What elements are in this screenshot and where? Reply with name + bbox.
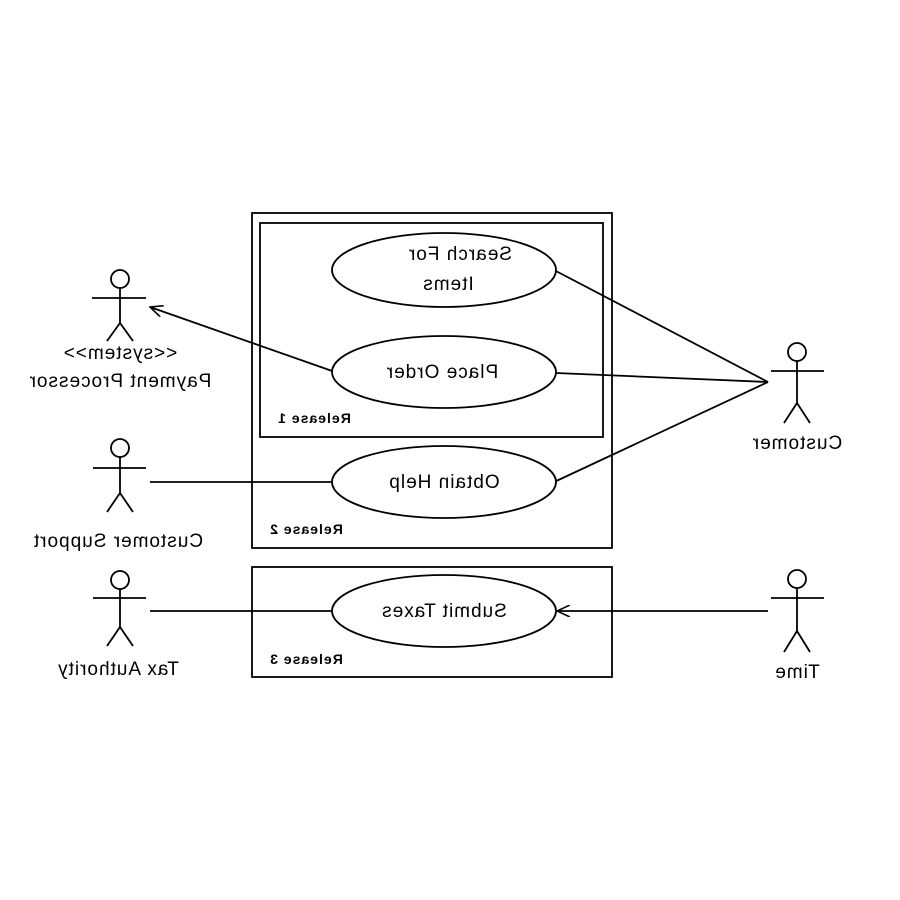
assoc-customer-place-order	[555, 372, 769, 383]
release-3-boundary	[251, 566, 613, 678]
use-case-search-label-line2: Items	[422, 274, 473, 295]
actor-customer[interactable]: Customer	[752, 342, 842, 454]
assoc-customer-search	[553, 269, 769, 383]
use-case-place-order-label: Place Order	[386, 362, 498, 383]
release-2-boundary	[251, 212, 613, 549]
actor-time[interactable]: Time	[771, 569, 824, 683]
release-2-label: Release 2	[269, 521, 343, 537]
use-case-submit-taxes-label: Submit Taxes	[381, 601, 507, 622]
actor-payment-processor-label: Payment Processor	[29, 371, 212, 392]
assoc-place-order-payment-processor	[150, 307, 336, 373]
actor-customer-label: Customer	[752, 433, 842, 454]
use-case-obtain-help[interactable]: Obtain Help	[331, 445, 557, 519]
stick-figure-icon	[93, 570, 146, 647]
stick-figure-icon	[93, 438, 146, 513]
stick-figure-icon	[92, 269, 146, 342]
use-case-obtain-help-label: Obtain Help	[388, 472, 499, 493]
use-case-submit-taxes-ellipse	[331, 574, 557, 648]
use-case-place-order[interactable]: Place Order	[331, 335, 557, 409]
use-case-search-label-line1: Search For	[408, 244, 512, 265]
use-case-place-order-ellipse	[331, 335, 557, 409]
use-case-search-ellipse	[331, 232, 557, 308]
actor-tax-authority-label: Tax Authority	[57, 659, 179, 680]
actor-payment-processor-stereotype: <<system>>	[63, 343, 178, 364]
release-1-label: Release 1	[277, 410, 351, 426]
stick-figure-icon	[771, 342, 824, 424]
release-1-boundary	[259, 222, 604, 438]
actor-time-label: Time	[774, 662, 820, 683]
actor-customer-support-label: Customer Support	[33, 531, 203, 552]
release-3-label: Release 3	[269, 651, 343, 667]
use-case-obtain-help-ellipse	[331, 445, 557, 519]
actor-payment-processor[interactable]: <<system>> Payment Processor	[29, 269, 212, 392]
actor-customer-support[interactable]: Customer Support	[33, 438, 203, 552]
use-case-search-for-items[interactable]: Search For Items	[331, 232, 557, 308]
stick-figure-icon	[771, 569, 824, 653]
actor-tax-authority[interactable]: Tax Authority	[57, 570, 179, 680]
use-case-submit-taxes[interactable]: Submit Taxes	[331, 574, 557, 648]
assoc-customer-obtain-help	[551, 381, 769, 484]
